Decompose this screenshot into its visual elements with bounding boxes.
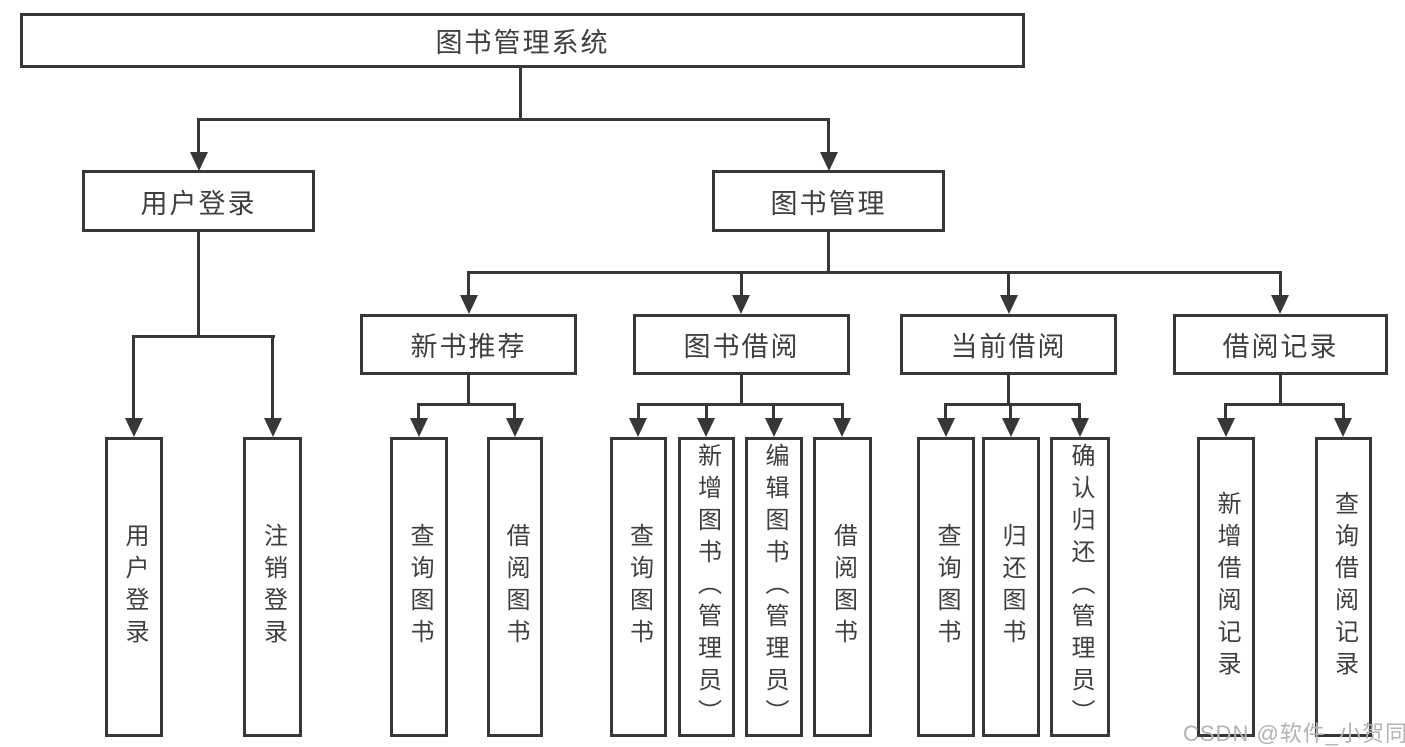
node-book-borrow-label: 图书借阅	[683, 332, 800, 362]
arrowhead	[1334, 418, 1352, 437]
connector-line	[945, 403, 1081, 406]
connector-line	[132, 335, 135, 419]
node-borrow-record-label: 借阅记录	[1222, 332, 1339, 362]
leaf-query-borrow-record: 查询借阅记录	[1315, 437, 1372, 737]
node-user-login: 用户登录	[82, 170, 315, 232]
node-current-borrow-label: 当前借阅	[950, 332, 1067, 362]
csdn-watermark: CSDN @软件_小贺同学	[1183, 721, 1405, 746]
leaf-borrow-book-2: 借阅图书	[813, 437, 872, 737]
connector-line	[468, 271, 1280, 274]
connector-line	[637, 403, 640, 419]
connector-line	[1279, 375, 1282, 405]
leaf-add-borrow-record-label: 新增借阅记录	[1213, 491, 1240, 683]
connector-line	[827, 232, 830, 273]
leaf-add-book-admin-label: 新增图书（管理员）	[693, 443, 721, 731]
arrowhead	[820, 152, 838, 171]
leaf-query-book-3: 查询图书	[917, 437, 975, 737]
leaf-edit-book-admin: 编辑图书（管理员）	[745, 437, 803, 737]
arrowhead	[410, 418, 428, 437]
arrowhead	[264, 418, 282, 437]
leaf-query-book-2-label: 查询图书	[625, 523, 653, 651]
arrowhead	[190, 152, 208, 171]
leaf-add-book-admin: 新增图书（管理员）	[678, 437, 735, 737]
node-user-login-label: 用户登录	[140, 188, 257, 219]
leaf-user-login-label: 用户登录	[121, 523, 148, 651]
node-book-management-label: 图书管理	[770, 188, 887, 219]
connector-line	[197, 232, 200, 337]
connector-line	[1225, 403, 1344, 406]
leaf-query-borrow-record-label: 查询借阅记录	[1330, 491, 1358, 683]
connector-line	[740, 271, 743, 297]
connector-line	[418, 403, 515, 406]
connector-line	[1009, 403, 1012, 419]
connector-line	[637, 403, 843, 406]
node-root: 图书管理系统	[20, 13, 1025, 68]
node-book-borrow: 图书借阅	[633, 314, 850, 375]
connector-line	[944, 403, 947, 419]
arrowhead	[1217, 418, 1235, 437]
leaf-logout-label: 注销登录	[259, 523, 287, 651]
arrowhead	[460, 295, 478, 314]
node-current-borrow: 当前借阅	[900, 314, 1117, 375]
connector-line	[271, 335, 274, 419]
leaf-confirm-return-admin-label: 确认归还（管理员）	[1067, 443, 1094, 731]
node-book-management: 图书管理	[712, 170, 945, 232]
connector-line	[705, 403, 708, 419]
leaf-confirm-return-admin: 确认归还（管理员）	[1050, 437, 1110, 737]
connector-line	[197, 118, 830, 121]
node-new-book-recommend-label: 新书推荐	[410, 332, 527, 362]
leaf-edit-book-admin-label: 编辑图书（管理员）	[761, 443, 788, 731]
leaf-return-book: 归还图书	[982, 437, 1040, 737]
connector-line	[519, 66, 522, 120]
leaf-user-login: 用户登录	[105, 437, 163, 737]
connector-line	[513, 403, 516, 419]
connector-line	[740, 375, 743, 405]
connector-line	[1342, 403, 1345, 419]
connector-line	[1078, 403, 1081, 419]
leaf-query-book-3-label: 查询图书	[933, 523, 960, 651]
arrowhead	[1071, 418, 1089, 437]
arrowhead	[697, 418, 715, 437]
connector-line	[1007, 271, 1010, 297]
arrowhead	[765, 418, 783, 437]
connector-line	[132, 335, 275, 338]
arrowhead	[629, 418, 647, 437]
leaf-borrow-book-1: 借阅图书	[487, 437, 543, 737]
connector-line	[1224, 403, 1227, 419]
connector-line	[467, 375, 470, 405]
node-borrow-record: 借阅记录	[1173, 314, 1388, 375]
leaf-query-book-1-label: 查询图书	[406, 523, 433, 651]
connector-line	[197, 118, 200, 154]
leaf-query-book-1: 查询图书	[390, 437, 448, 737]
connector-line	[772, 403, 775, 419]
arrowhead	[833, 418, 851, 437]
leaf-borrow-book-1-label: 借阅图书	[502, 523, 529, 651]
leaf-return-book-label: 归还图书	[998, 523, 1025, 651]
connector-line	[1007, 375, 1010, 405]
arrowhead	[1002, 418, 1020, 437]
connector-line	[1279, 271, 1282, 297]
arrowhead	[732, 295, 750, 314]
leaf-logout: 注销登录	[243, 437, 302, 737]
leaf-borrow-book-2-label: 借阅图书	[829, 523, 857, 651]
leaf-query-book-2: 查询图书	[610, 437, 667, 737]
arrowhead	[125, 418, 143, 437]
node-new-book-recommend: 新书推荐	[360, 314, 577, 375]
arrowhead	[1000, 295, 1018, 314]
connector-line	[467, 271, 470, 297]
node-root-label: 图书管理系统	[435, 28, 610, 58]
connector-line	[417, 403, 420, 419]
leaf-add-borrow-record: 新增借阅记录	[1197, 437, 1255, 737]
connector-line	[841, 403, 844, 419]
arrowhead	[506, 418, 524, 437]
arrowhead	[937, 418, 955, 437]
connector-line	[827, 118, 830, 154]
arrowhead	[1271, 295, 1289, 314]
